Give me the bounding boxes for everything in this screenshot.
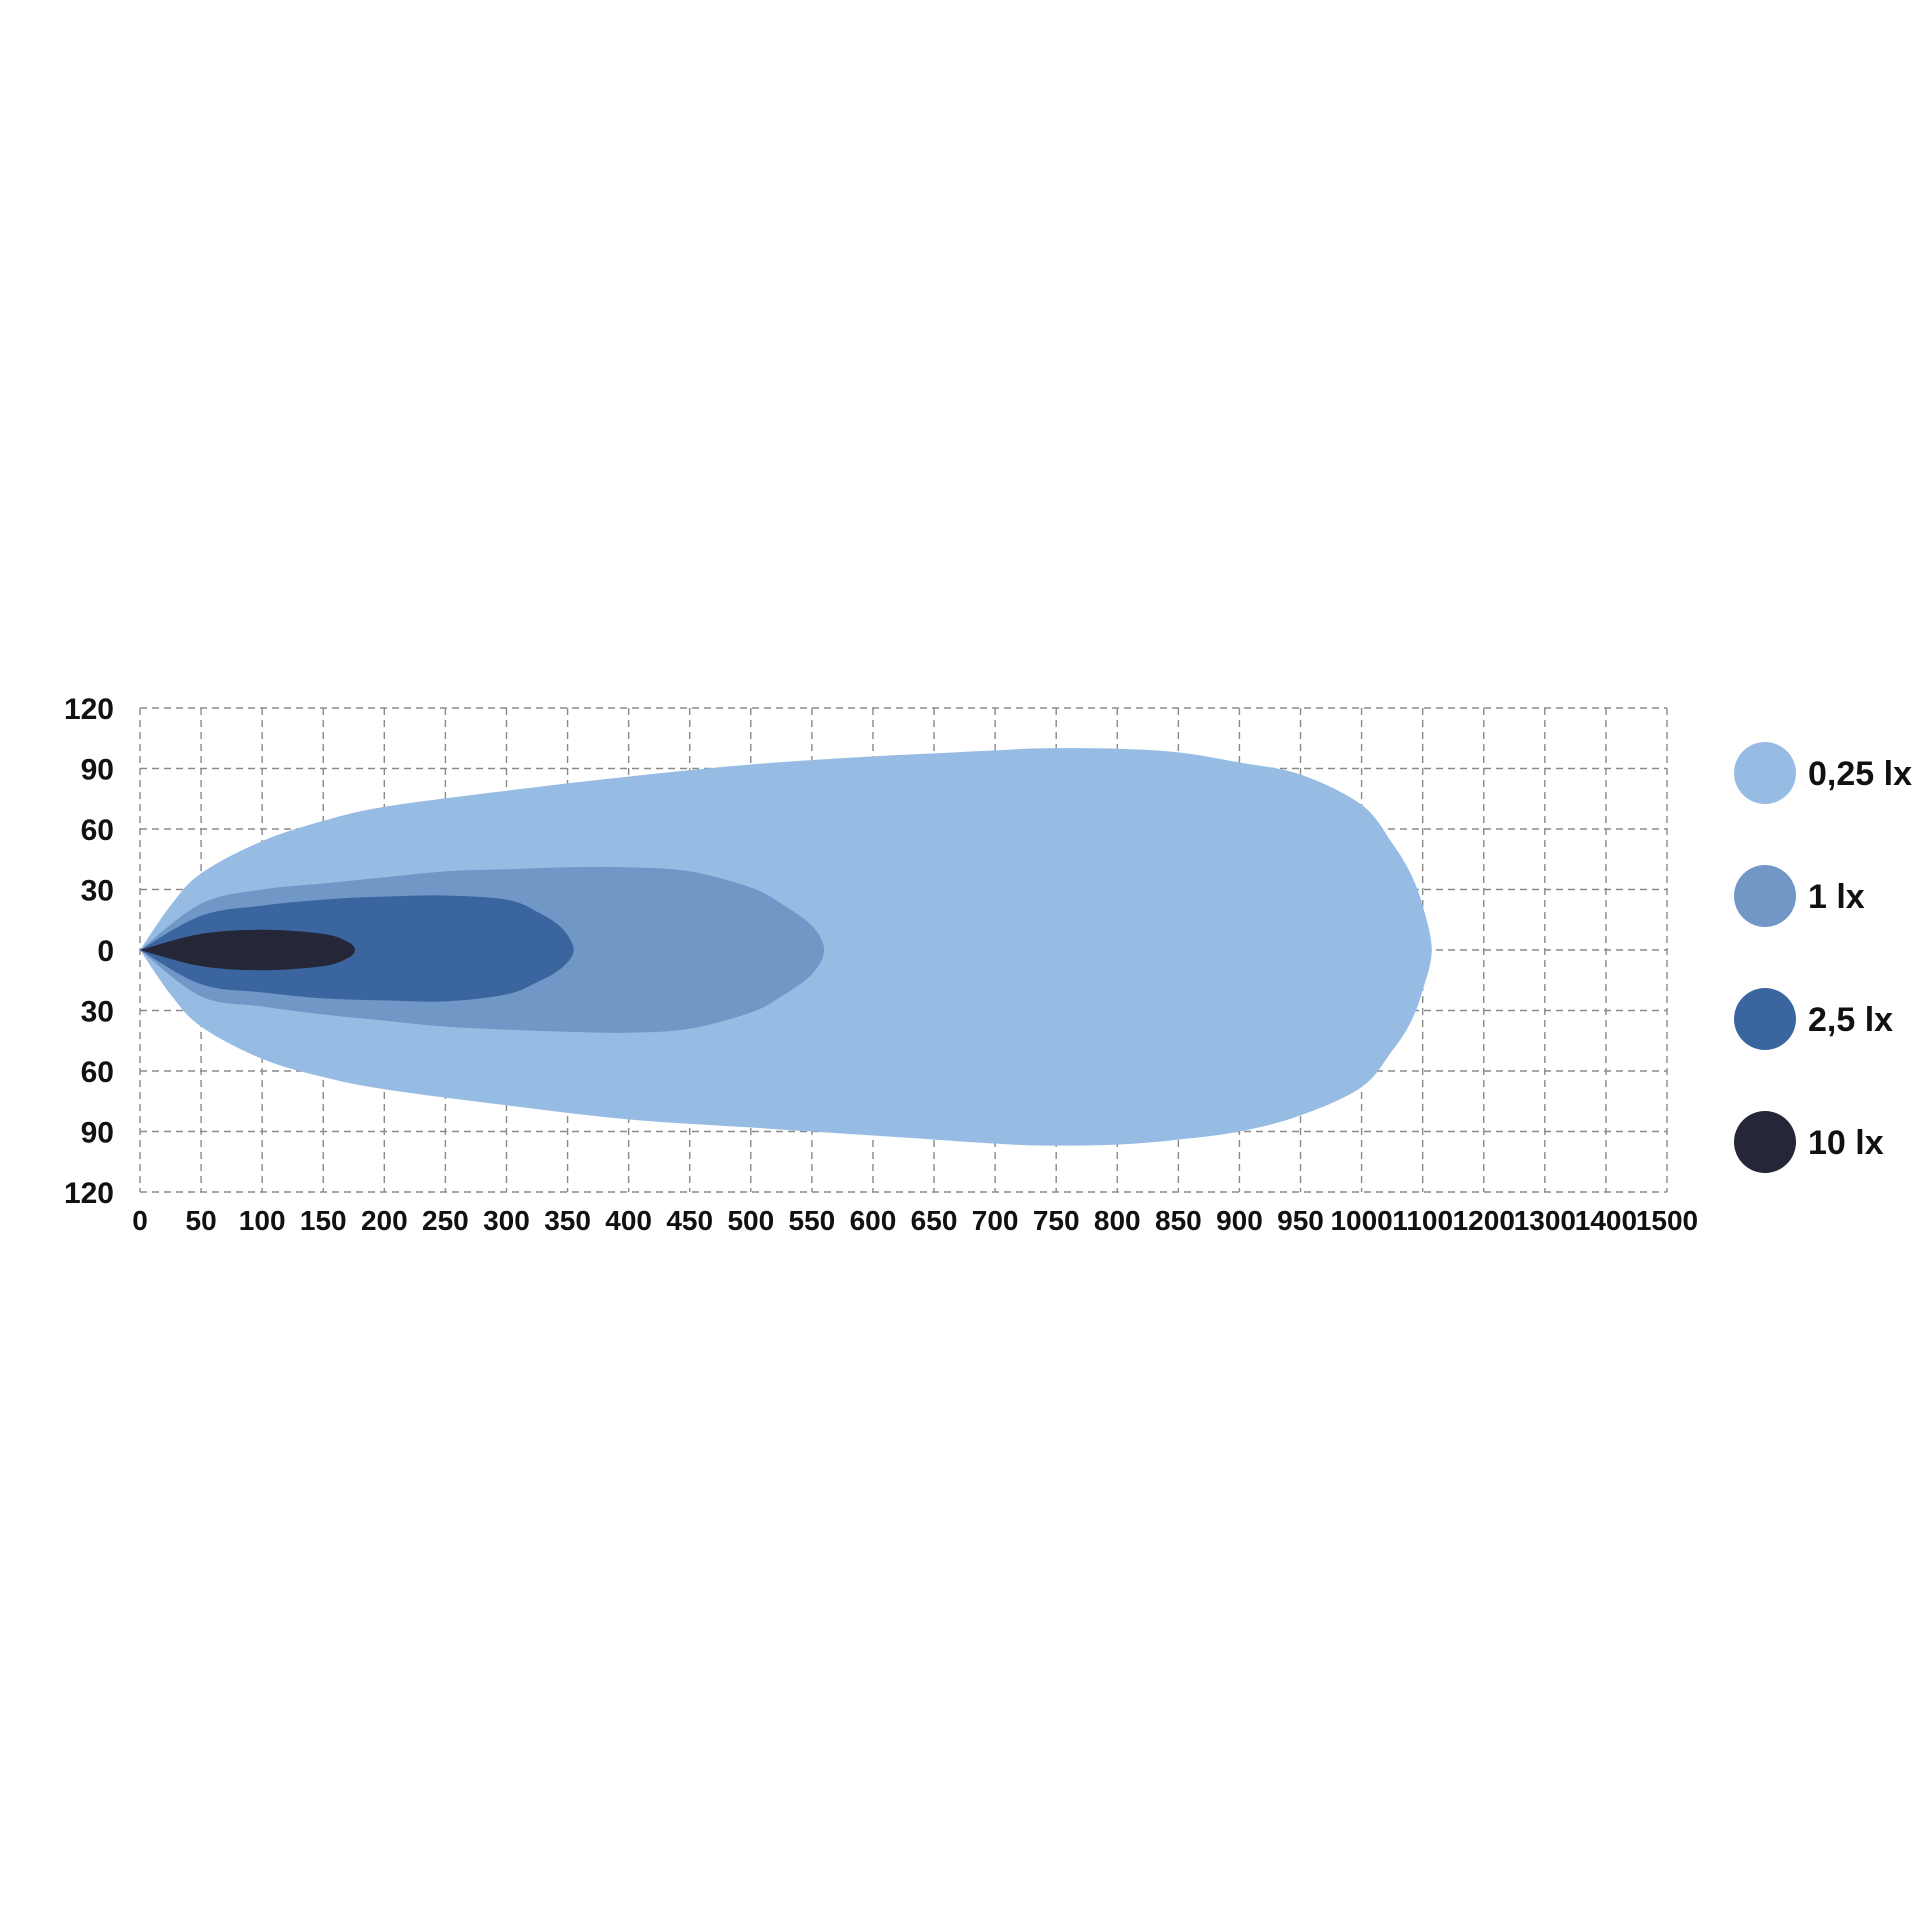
y-tick-label: 60 bbox=[81, 1056, 114, 1089]
legend: 0,25 lx 1 lx 2,5 lx 10 lx bbox=[1734, 742, 1912, 1173]
x-tick-label: 150 bbox=[300, 1205, 347, 1236]
x-axis-ticks: 0 50 100 150 200 250 300 350 400 450 500 550 600 650 7… bbox=[132, 1205, 1698, 1236]
x-tick-label: 50 bbox=[186, 1205, 217, 1236]
x-tick-label: 550 bbox=[789, 1205, 836, 1236]
x-tick-label: 800 bbox=[1094, 1205, 1141, 1236]
y-tick-label: 120 bbox=[64, 1177, 114, 1210]
x-tick-label: 500 bbox=[727, 1205, 774, 1236]
x-tick-label: 1100 bbox=[1392, 1205, 1453, 1236]
x-tick-label: 200 bbox=[361, 1205, 408, 1236]
x-tick-label: 700 bbox=[972, 1205, 1019, 1236]
x-tick-label: 350 bbox=[544, 1205, 591, 1236]
beam-areas bbox=[140, 748, 1432, 1146]
x-tick-label: 1400 bbox=[1575, 1205, 1637, 1236]
beam-area-3 bbox=[140, 929, 355, 971]
x-tick-label: 300 bbox=[483, 1205, 530, 1236]
x-tick-label: 250 bbox=[422, 1205, 469, 1236]
y-tick-label: 90 bbox=[81, 754, 114, 787]
x-tick-label: 900 bbox=[1216, 1205, 1263, 1236]
x-tick-label: 850 bbox=[1155, 1205, 1202, 1236]
y-tick-label: 0 bbox=[97, 935, 114, 968]
legend-swatch bbox=[1734, 988, 1796, 1050]
legend-label: 2,5 lx bbox=[1808, 1001, 1893, 1039]
legend-label: 1 lx bbox=[1808, 878, 1865, 916]
legend-label: 10 lx bbox=[1808, 1124, 1884, 1162]
y-tick-label: 120 bbox=[64, 693, 114, 726]
x-tick-label: 0 bbox=[132, 1205, 148, 1236]
y-tick-label: 90 bbox=[81, 1117, 114, 1150]
x-tick-label: 750 bbox=[1033, 1205, 1080, 1236]
x-tick-label: 400 bbox=[605, 1205, 652, 1236]
x-tick-label: 600 bbox=[850, 1205, 897, 1236]
beam-area-2 bbox=[140, 895, 574, 1002]
y-tick-label: 30 bbox=[81, 875, 114, 908]
x-tick-label: 450 bbox=[666, 1205, 713, 1236]
legend-swatch bbox=[1734, 742, 1796, 804]
x-tick-label: 1000 bbox=[1330, 1205, 1392, 1236]
x-tick-label: 1500 bbox=[1636, 1205, 1698, 1236]
y-tick-label: 30 bbox=[81, 996, 114, 1029]
x-tick-label: 650 bbox=[911, 1205, 958, 1236]
x-tick-label: 1300 bbox=[1514, 1205, 1576, 1236]
x-tick-label: 100 bbox=[239, 1205, 286, 1236]
y-axis-ticks: 120 90 60 30 0 30 60 90 120 bbox=[64, 693, 114, 1210]
legend-swatch bbox=[1734, 865, 1796, 927]
legend-label: 0,25 lx bbox=[1808, 755, 1912, 793]
y-tick-label: 60 bbox=[81, 814, 114, 847]
x-tick-label: 950 bbox=[1277, 1205, 1324, 1236]
legend-swatch bbox=[1734, 1111, 1796, 1173]
x-tick-label: 1200 bbox=[1453, 1205, 1515, 1236]
